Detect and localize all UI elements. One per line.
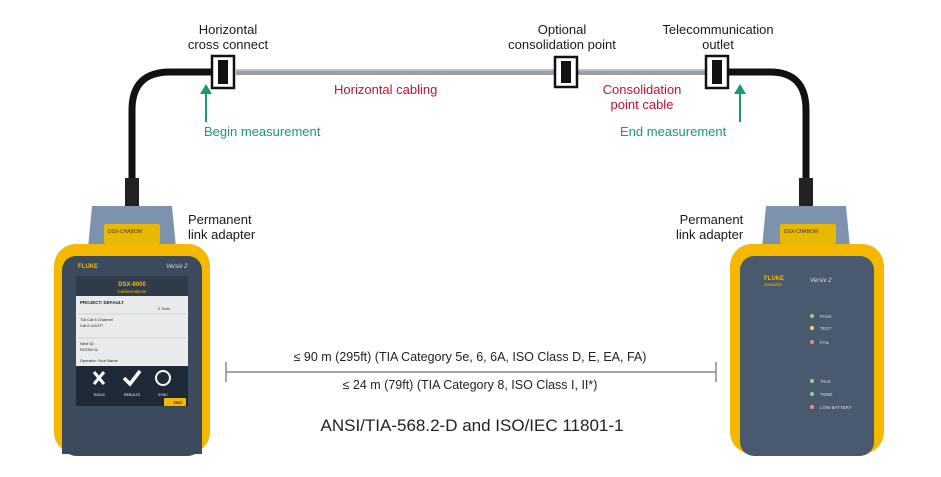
begin-measurement-arrow-icon [200, 84, 212, 122]
cpc-label-line1: Consolidation [602, 82, 682, 97]
right-led-tone: TONE [820, 392, 832, 397]
telecommunication-outlet-jack [704, 54, 730, 90]
left-sync-label: SYNC [158, 393, 168, 397]
tco-label-line2: outlet [702, 37, 734, 52]
right-led-talk: TALK [820, 379, 831, 384]
dimension-line2: ≤ 24 m (79ft) (TIA Category 8, ISO Class… [342, 378, 598, 392]
left-limit: TIA Cat 6 Channel [80, 317, 113, 322]
left-product: DSX-8000 [118, 282, 146, 288]
tco-label-line1: Telecommunication [662, 22, 774, 37]
cpc-label-line2: point cable [610, 97, 674, 112]
left-adapter-label: DSX-CHABOW [108, 229, 143, 235]
tco-label: Telecommunication outlet [662, 22, 773, 52]
standard-title: ANSI/TIA-568.2-D and ISO/IEC 11801-1 [320, 416, 624, 435]
patch-cord-left [128, 68, 222, 210]
right-led-test: TEST [820, 326, 832, 331]
left-brand: FLUKE [78, 264, 98, 270]
ocp-label-line2: consolidation point [508, 37, 616, 52]
pla-right-label: Permanent link adapter [676, 212, 743, 242]
pla-left-line1: Permanent [188, 212, 252, 227]
left-results-label: RESULTS [124, 393, 141, 397]
horizontal-cabling-label: Horizontal cabling [334, 82, 438, 97]
horizontal-cross-connect-jack [210, 54, 236, 90]
end-measurement-arrow-icon [734, 84, 746, 122]
left-operator: Operator: Your Name [80, 358, 119, 363]
right-tester-device: DSX-CHABOW FLUKE networks Versiv 2 PASS … [730, 206, 884, 456]
hcc-label: Horizontal cross connect [188, 22, 268, 52]
ocp-label: Optional consolidation point [508, 22, 616, 52]
consolidation-point-jack [553, 55, 579, 89]
left-tester-device: DSX-CHABOW FLUKE Versiv 2 DSX-8000 Cable… [54, 206, 210, 456]
begin-measurement-label: Begin measurement [204, 124, 321, 139]
right-led-fail: FAIL [820, 340, 830, 345]
dimension-line1: ≤ 90 m (295ft) (TIA Category 5e, 6, 6A, … [293, 350, 647, 364]
pla-right-line1: Permanent [679, 212, 744, 227]
right-adapter-label: DSX-CHABOW [784, 229, 819, 235]
pla-right-line2: link adapter [676, 227, 744, 242]
consolidation-point-cable-label: Consolidation point cable [603, 82, 682, 112]
ocp-label-line1: Optional [537, 22, 587, 37]
right-brand-sub: networks [764, 282, 783, 287]
sync-cloud-icon [155, 370, 171, 386]
right-led-pass: PASS [820, 314, 832, 319]
left-tests: 0 Tests [158, 307, 170, 311]
left-next-id: Next ID: [80, 341, 94, 346]
right-brand: FLUKE [764, 276, 784, 282]
pla-left-line2: link adapter [188, 227, 256, 242]
hcc-label-line1: Horizontal [198, 22, 258, 37]
left-cable: Cat 6 U/UTP [80, 323, 103, 328]
patch-cord-right [726, 68, 810, 210]
left-next-id-value: ROOM 01 [80, 347, 99, 352]
hcc-label-line2: cross connect [187, 37, 269, 52]
left-product-sub: CableAnalyzer [117, 289, 147, 294]
end-measurement-label: End measurement [620, 124, 727, 139]
length-dimension-line [225, 362, 717, 382]
right-model: Versiv 2 [810, 278, 832, 284]
results-check-icon [122, 369, 142, 387]
left-tools-label: TOOLS [93, 393, 105, 397]
left-project: PROJECT: DEFAULT [80, 300, 124, 305]
pla-left-label: Permanent link adapter [188, 212, 255, 242]
left-test-button-label: TEST [173, 401, 183, 405]
right-led-low-battery: LOW BATTERY [820, 405, 852, 410]
tools-icon [92, 371, 106, 385]
left-model: Versiv 2 [166, 264, 188, 270]
